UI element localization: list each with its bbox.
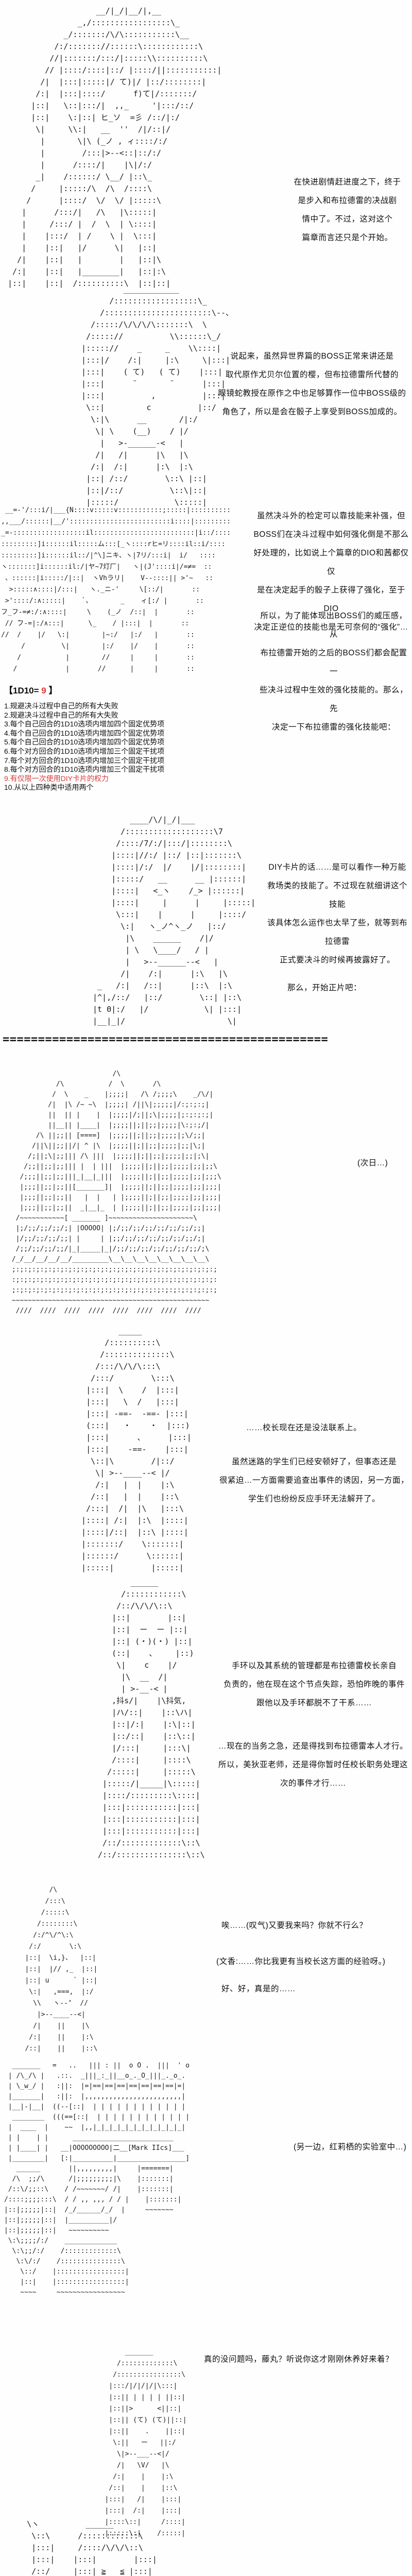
dice-option-10: 10.从以上四种类中适用两个 [4,783,94,792]
panel-8-dialogue-2: (文香:……你比我更有当校长这方面的经验呀。) [216,1957,386,1966]
dice-option-3: 3.每个自己回合的1D10选项内增加四个固定优势项 [4,720,165,728]
panel-10-dialogue: 真的没问题吗，藤丸？听说你这才刚刚休养好来着？ [204,2355,394,2364]
section-separator: ========================================… [3,1033,329,1046]
panel-8-dialogue-1: 唉……(叹气)又要我来吗？你就不行么？ [221,1921,368,1930]
panel-5-caption: (次日…) [357,1159,388,1167]
dice-option-4: 4.每个自己回合的1D10选项内增加四个固定优势项 [4,728,165,737]
panel-4-art: ____/\/|_/|___ /:::::::::::::::::::\7 /:… [93,815,256,1026]
panel-6-art: _____ /::::::::::\ /::::::::::::::\ /:::… [81,1326,192,1572]
panel-9-art-lab: _______ = .. ||| : || o O . ||| ' o | /\… [4,2062,190,2296]
panel-8-dialogue-3: 好、好，真是的…… [221,1985,296,1993]
dice-option-9: 9.有仅限一次使用DIY卡片的权力 [4,774,109,783]
dice-roll-close: 】 [46,686,58,696]
panel-9-caption: (另一边，红莉栖的实验室中…) [294,2143,407,2151]
panel-10-art: _______ /:::::::::::::\ /:::::::::::::::… [105,2348,187,2537]
panel-6-dialogue-2: 虽然迷路的学生们已经安顿好了，但事态还是 很紧迫…一方面需要追查出事件的诱因，另… [219,1458,409,1503]
dice-option-8: 8.每个对方回合的1D10选项内增加三个固定干扰项 [4,765,165,774]
dice-roll: 【1D10= 9 】 [4,683,58,696]
panel-4-dialogue-1: DIY卡片的话……是可以看作一种万能 救场类的技能了。不过现在就细讲这个技能 该… [267,863,407,964]
panel-5-art-castle: /\ /\ / \ /\ / \ _ |;;;;| /\ /;;;;\ _/\/… [11,1070,221,1315]
dice-option-1: 1.规避决斗过程中自己的所有大失败 [4,702,118,710]
panel-3-dialogue-1: 虽然决斗外的检定可以靠技能来补强，但 BOSS们在决斗过程中如何强化倒是不那么 … [253,512,409,632]
panel-3-art: __=-'/:::i/|___{N::::v:::::v:::::::::::;… [1,506,231,673]
panel-1-dialogue: 在快进剧情赶进度之下，终于 是步入和布拉德雷的决战剧 情中了。不过，这对这个 篇… [294,178,401,242]
panel-7-art: ______ /::::::::::::\ /::/\/\/\::\ |::| … [98,1578,205,1859]
panel-7-dialogue-2: …现在的当务之急，还是得找到布拉德雷本人才行。 所以，美狄亚老师，还是得你暂时任… [218,1742,408,1788]
dice-roll-value: 9 [41,686,46,696]
panel-1-art: __/|_/|__/|,__ _,/:::::::::::::::::\_ _/… [8,6,222,288]
panel-7-dialogue-1: 手环以及其系统的管理都是布拉德雷校长亲自 负责的，他在现在这个节点失踪，恐怕昨晚… [223,1662,405,1707]
panel-2-dialogue: 说起来，虽然异世界篇的BOSS正常来讲还是 取代原作尤贝尔位置的樱，但布拉德雷所… [218,352,406,416]
panel-8-art: /\ /:::\ /:::::\ /::::::::\ /:/^\/^\:\ /… [25,1886,98,2053]
dice-option-5: 5.每个自己回合的1D10选项内增加四个固定优势项 [4,738,165,747]
dice-option-2: 2.规避决斗过程中自己的所有大失败 [4,710,118,719]
dice-options: 1.规避决斗过程中自己的所有大失败 2.规避决斗过程中自己的所有大失败 3.每个… [4,702,164,792]
panel-3-dialogue-2: 所以，为了能体现出BOSS们的威压感，从 布拉德雷开始的之后的BOSS们都会配置… [259,612,408,732]
panel-6-dialogue-1: ……校长现在还是没法联系上。 [246,1423,362,1432]
panel-11-art: \ヽ ______ \::\ /::::::::::::\ |:::| /:::… [27,2519,157,2576]
dice-option-7: 7.每个对方回合的1D10选项内增加三个固定干扰项 [4,756,165,765]
panel-2-art: ____________ /::::::::::::::::::\_ /::::… [81,284,234,507]
panel-4-dialogue-2: 那么，开始正片吧： [287,984,362,992]
dice-roll-open: 【1D10= [4,686,42,696]
dice-option-6: 6.每个对方回合的1D10选项内增加三个固定干扰项 [4,747,165,755]
